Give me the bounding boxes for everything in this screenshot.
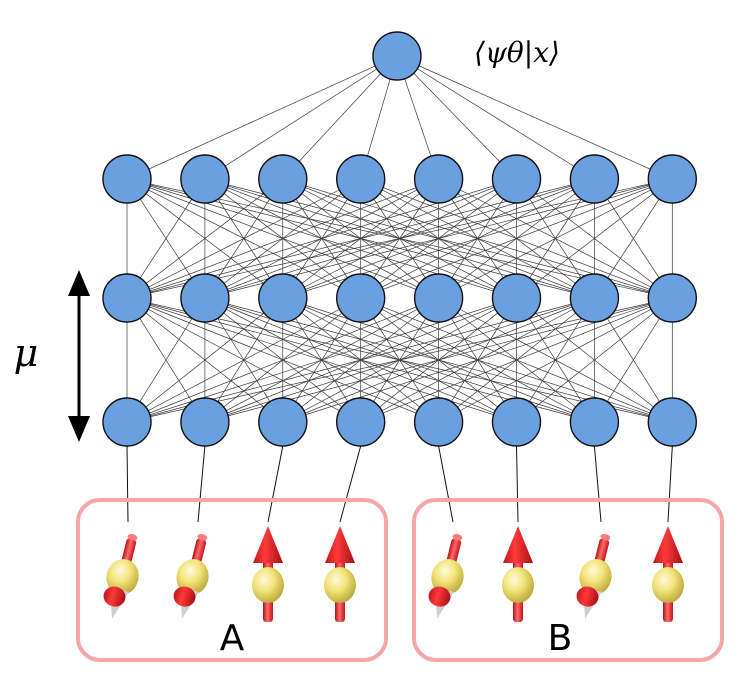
neuron-layer3-3 (258, 397, 308, 447)
neuron-layer2-5 (413, 273, 464, 323)
neuron-layer2-3 (258, 273, 308, 323)
edge-output-2 (282, 55, 398, 180)
spin-down-2 (173, 534, 209, 619)
edge-output-5 (396, 55, 517, 180)
input-connections (126, 445, 673, 523)
spin-arrowhead (576, 586, 599, 607)
network-neurons (102, 31, 697, 447)
neuron-layer1-4 (336, 154, 386, 204)
spin-sphere (106, 559, 139, 595)
edge-l1-7-3 (360, 297, 673, 423)
edge-l1-4-0 (126, 297, 439, 423)
spin-up-6 (502, 526, 534, 622)
spin-down-5 (428, 534, 464, 619)
neuron-layer2-8 (647, 273, 697, 323)
input-link-6 (516, 445, 519, 523)
neuron-layer2-1 (102, 273, 152, 323)
spin-arrowhead (325, 526, 355, 563)
edge-output-7 (396, 55, 673, 180)
edge-output-1 (204, 55, 398, 180)
partition-a-box (76, 498, 388, 662)
spin-sphere (652, 567, 684, 603)
neuron-layer2-7 (569, 273, 620, 323)
spin-down-1 (103, 534, 139, 619)
network-connections (126, 55, 673, 423)
spin-arrowhead (103, 586, 126, 607)
neuron-layer1-8 (647, 154, 697, 204)
spin-arrowhead (503, 526, 533, 563)
neuron-layer3-7 (569, 397, 620, 447)
spin-down-7 (576, 534, 612, 619)
edge-l0-7-4 (438, 178, 673, 299)
spin-body (103, 534, 139, 619)
spin-shaft-cap (127, 534, 138, 541)
partition-b-box (412, 498, 724, 662)
partition-a-label: A (220, 618, 245, 659)
spin-sphere (252, 567, 284, 603)
input-link-8 (667, 445, 673, 523)
edge-output-0 (126, 55, 398, 180)
input-link-5 (438, 445, 454, 523)
spin-arrowhead (653, 526, 683, 563)
spin-up-8 (652, 526, 684, 622)
output-label: ⟨ψθ|x⟩ (474, 36, 560, 69)
spin-sphere (579, 559, 612, 595)
edge-l0-2-0 (126, 178, 284, 299)
input-link-1 (126, 445, 129, 523)
input-link-4 (339, 445, 362, 523)
neuron-layer3-1 (102, 397, 152, 447)
neuron-layer2-4 (336, 273, 386, 323)
edge-l1-2-0 (126, 297, 284, 423)
spin-arrowhead (253, 526, 283, 563)
neuron-layer1-5 (413, 154, 464, 204)
spin-arrowhead (428, 586, 451, 607)
spin-shaft-cap (197, 534, 208, 541)
neuron-layer3-8 (647, 397, 697, 447)
spin-up-3 (252, 526, 284, 622)
input-link-2 (197, 445, 206, 523)
edge-l1-3-0 (126, 297, 361, 423)
neuron-layer2-2 (180, 273, 230, 323)
spin-sphere (324, 567, 356, 603)
edge-l1-7-4 (438, 297, 673, 423)
partition-b-label: B (548, 618, 573, 659)
spin-sphere (431, 559, 464, 595)
spin-shaft-cap (600, 534, 611, 541)
neuron-layer3-5 (413, 397, 464, 447)
edge-l0-3-0 (126, 178, 361, 299)
spin-body (173, 534, 209, 619)
neuron-layer3-2 (180, 397, 230, 447)
depth-arrow (68, 270, 90, 442)
edge-l0-7-3 (360, 178, 673, 299)
neuron-layer3-6 (491, 397, 542, 447)
neuron-layer1-6 (491, 154, 542, 204)
depth-label: μ (14, 331, 39, 375)
edge-l0-4-0 (126, 178, 439, 299)
input-link-3 (267, 445, 284, 523)
edge-l0-7-5 (516, 178, 673, 299)
edge-output-6 (396, 55, 595, 180)
output-neuron (372, 31, 422, 81)
neuron-layer1-2 (180, 154, 230, 204)
input-link-7 (593, 445, 602, 523)
spin-configuration (103, 526, 684, 622)
neuron-layer1-1 (102, 154, 152, 204)
neuron-layer1-3 (258, 154, 308, 204)
spin-sphere (176, 559, 209, 595)
spin-body (428, 534, 464, 619)
spin-shaft-cap (452, 534, 463, 541)
neuron-layer3-4 (336, 397, 386, 447)
neuron-layer1-7 (569, 154, 620, 204)
spin-arrowhead (173, 586, 196, 607)
spin-sphere (502, 567, 534, 603)
edge-l1-7-5 (516, 297, 673, 423)
spin-body (576, 534, 612, 619)
spin-up-4 (324, 526, 356, 622)
neuron-layer2-6 (491, 273, 542, 323)
